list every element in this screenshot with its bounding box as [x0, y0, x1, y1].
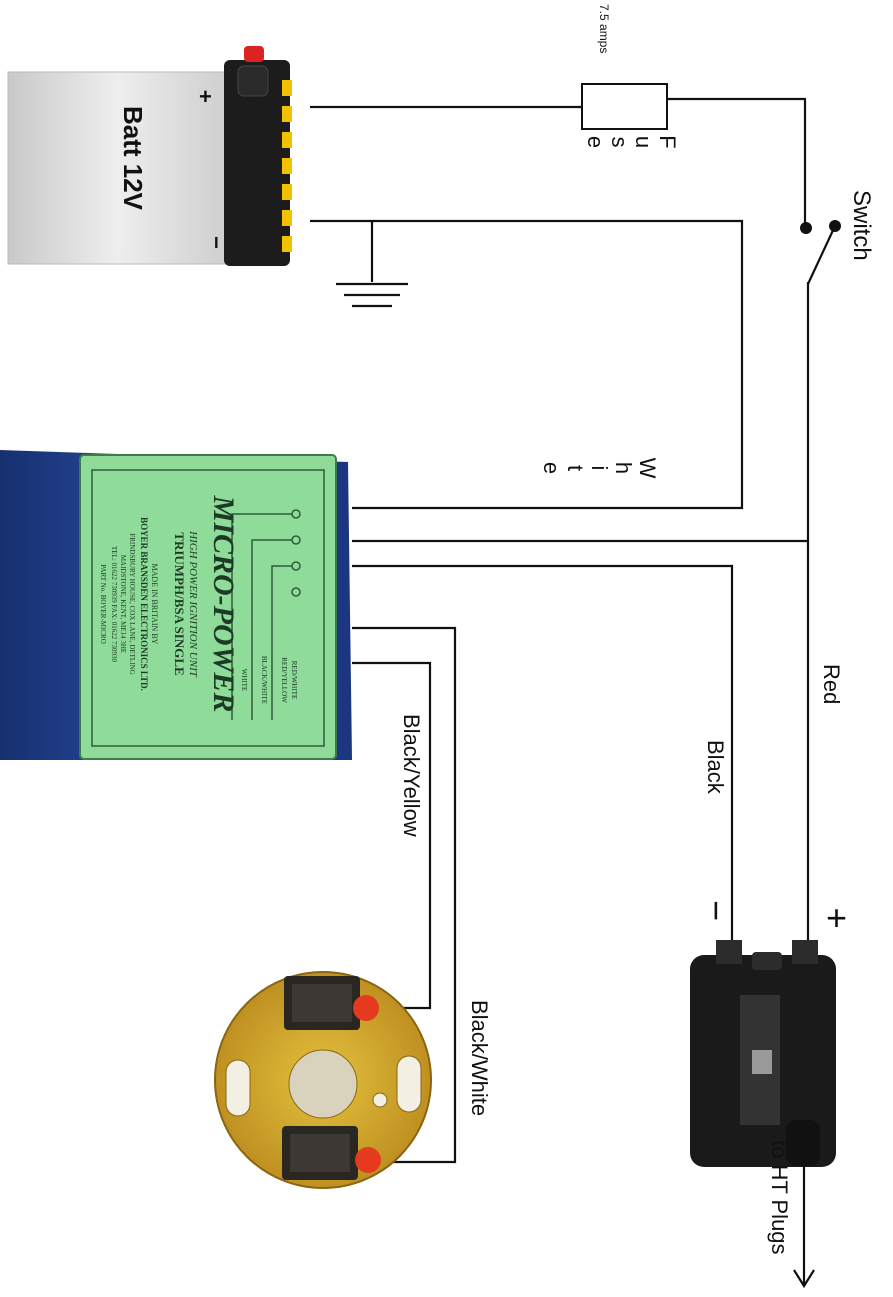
unit-terminal-0: RED/WHITE — [290, 661, 298, 700]
fuse-icon — [581, 83, 668, 130]
battery-vent-cap-icon — [244, 46, 264, 62]
ignition-coil — [690, 940, 836, 1167]
fuse-rating-label: 7.5 amps — [597, 4, 611, 53]
unit-subtitle: HIGH POWER IGNITION UNIT — [187, 530, 199, 678]
white-wire-label: W h i t e — [539, 458, 660, 479]
wire-black-white — [352, 626, 457, 1164]
unit-model: TRIUMPH/BSA SINGLE — [172, 532, 187, 675]
fuse-letter-e: e — [583, 136, 608, 148]
wire-fuse-to-switch — [667, 97, 807, 224]
unit-made-in: MADE IN BRITAIN BY — [150, 564, 159, 645]
ht-plugs-label: to HT Plugs — [767, 1140, 792, 1255]
lead-tip-2-icon — [355, 1147, 381, 1173]
svg-text:e: e — [539, 462, 564, 474]
black-white-wire-label: Black/White — [467, 1000, 492, 1116]
fuse-letter-s: s — [607, 137, 632, 148]
svg-text:W: W — [635, 458, 660, 479]
pickup-coil-2-icon — [282, 1126, 358, 1180]
unit-phone: TEL: 01622 730939 FAX: 01622 730930 — [110, 546, 118, 662]
battery-label: Batt 12V — [118, 106, 148, 211]
coil-minus-label: − — [696, 900, 737, 921]
black-wire-label: Black — [703, 740, 728, 795]
wire-black-to-coil — [352, 564, 734, 948]
unit-part: PART No. BOYER-MICRO — [99, 564, 107, 644]
coil-plus-label: + — [826, 897, 847, 938]
ignition-unit: MICRO-POWER HIGH POWER IGNITION UNIT TRI… — [0, 450, 352, 760]
fuse-letter-u: u — [631, 136, 656, 148]
unit-terminal-2: BLACK/WHITE — [260, 656, 268, 704]
battery: + − Batt 12V — [7, 46, 292, 266]
battery-minus-label: − — [204, 236, 229, 249]
red-wire-label: Red — [819, 664, 844, 704]
pickup-coil-1-icon — [284, 976, 360, 1030]
fuse-letter-F: F — [655, 135, 680, 148]
unit-maker: BOYER BRANSDEN ELECTRONICS LTD. — [139, 517, 149, 691]
unit-terminal-3: WHITE — [240, 669, 248, 692]
switch-label: Switch — [848, 190, 875, 261]
svg-text:t: t — [563, 465, 588, 471]
coil-label-plate-icon — [752, 1050, 772, 1074]
black-yellow-wire-label: Black/Yellow — [399, 714, 424, 837]
switch-icon — [800, 220, 841, 285]
battery-plus-label: + — [199, 84, 212, 109]
lead-tip-1-icon — [353, 995, 379, 1021]
battery-cells-icon — [282, 80, 292, 252]
unit-address-2: MAIDSTONE, KENT, ME14 3HE — [119, 555, 127, 653]
unit-address-1: FRINDSBURY HOUSE, COX LANE, DETLING — [128, 533, 136, 674]
arrow-ht-plugs-icon — [793, 1269, 815, 1289]
svg-text:i: i — [587, 466, 612, 471]
svg-text:h: h — [611, 462, 636, 474]
unit-brand: MICRO-POWER — [207, 495, 240, 713]
pickup-plate — [214, 971, 432, 1189]
ht-lead-boot-icon — [786, 1120, 820, 1166]
wire-battery-negative — [310, 219, 744, 510]
ground-symbol — [336, 282, 408, 308]
fuse-label: F u s e — [583, 135, 680, 148]
wires — [310, 97, 810, 1284]
terminal-marks-icon — [231, 509, 301, 720]
unit-terminal-1: RED/YELLOW — [280, 657, 288, 703]
